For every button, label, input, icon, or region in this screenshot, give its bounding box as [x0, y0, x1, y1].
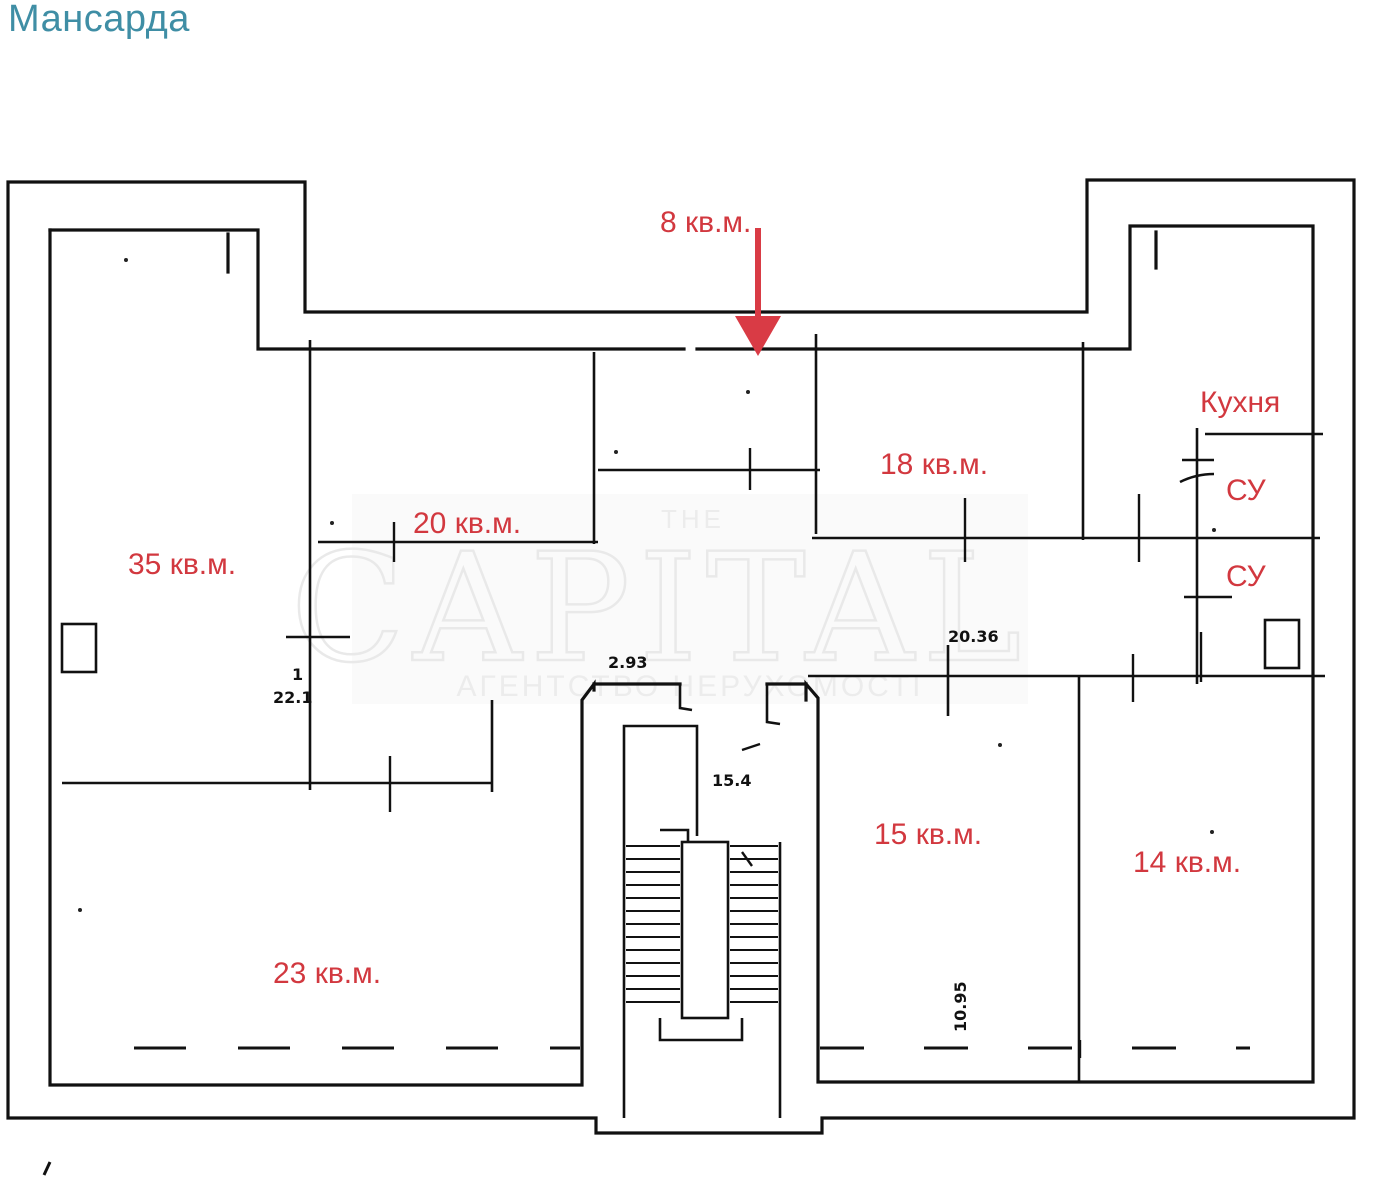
room-labels: 8 кв.м. 35 кв.м. 20 кв.м. 18 кв.м. Кухня…: [128, 206, 1280, 990]
page-title: Мансарда: [8, 0, 190, 40]
watermark-top: THE: [661, 504, 725, 534]
dimension-label: 22.1: [273, 688, 312, 707]
room-label-8: 8 кв.м.: [660, 206, 751, 239]
dimension-label: 20.36: [948, 627, 999, 646]
room-label-bath-1: СУ: [1226, 474, 1267, 507]
room-label-bath-2: СУ: [1226, 560, 1267, 593]
dimension-label: 10.95: [951, 981, 970, 1032]
exterior-walls: [6, 178, 1356, 1135]
interior-walls: [62, 334, 1325, 1082]
door-ticks: [388, 448, 1214, 812]
dimension-labels: 20.36 2.93 15.4 10.95 22.1 1: [273, 627, 999, 1032]
room-label-14: 14 кв.м.: [1133, 846, 1241, 879]
dimension-label: 2.93: [608, 653, 647, 672]
room-label-20: 20 кв.м.: [413, 507, 521, 540]
room-label-15: 15 кв.м.: [874, 818, 982, 851]
stairwell: [622, 724, 782, 1118]
dashed-lines: [134, 1040, 1250, 1058]
dimension-label: 15.4: [712, 771, 751, 790]
room-label-kitchen: Кухня: [1200, 386, 1280, 419]
room-label-23: 23 кв.м.: [273, 957, 381, 990]
dimension-label: 1: [292, 665, 303, 684]
room-label-35: 35 кв.м.: [128, 548, 236, 581]
watermark: THE CAPITAL АГЕНТСТВО НЕРУХОМОСТІ: [289, 494, 1029, 704]
arrow-pointer: [735, 228, 781, 356]
watermark-main: CAPITAL: [290, 522, 1029, 696]
speckles: [42, 258, 1216, 1176]
room-label-18: 18 кв.м.: [880, 448, 988, 481]
chimneys: [60, 618, 1301, 674]
